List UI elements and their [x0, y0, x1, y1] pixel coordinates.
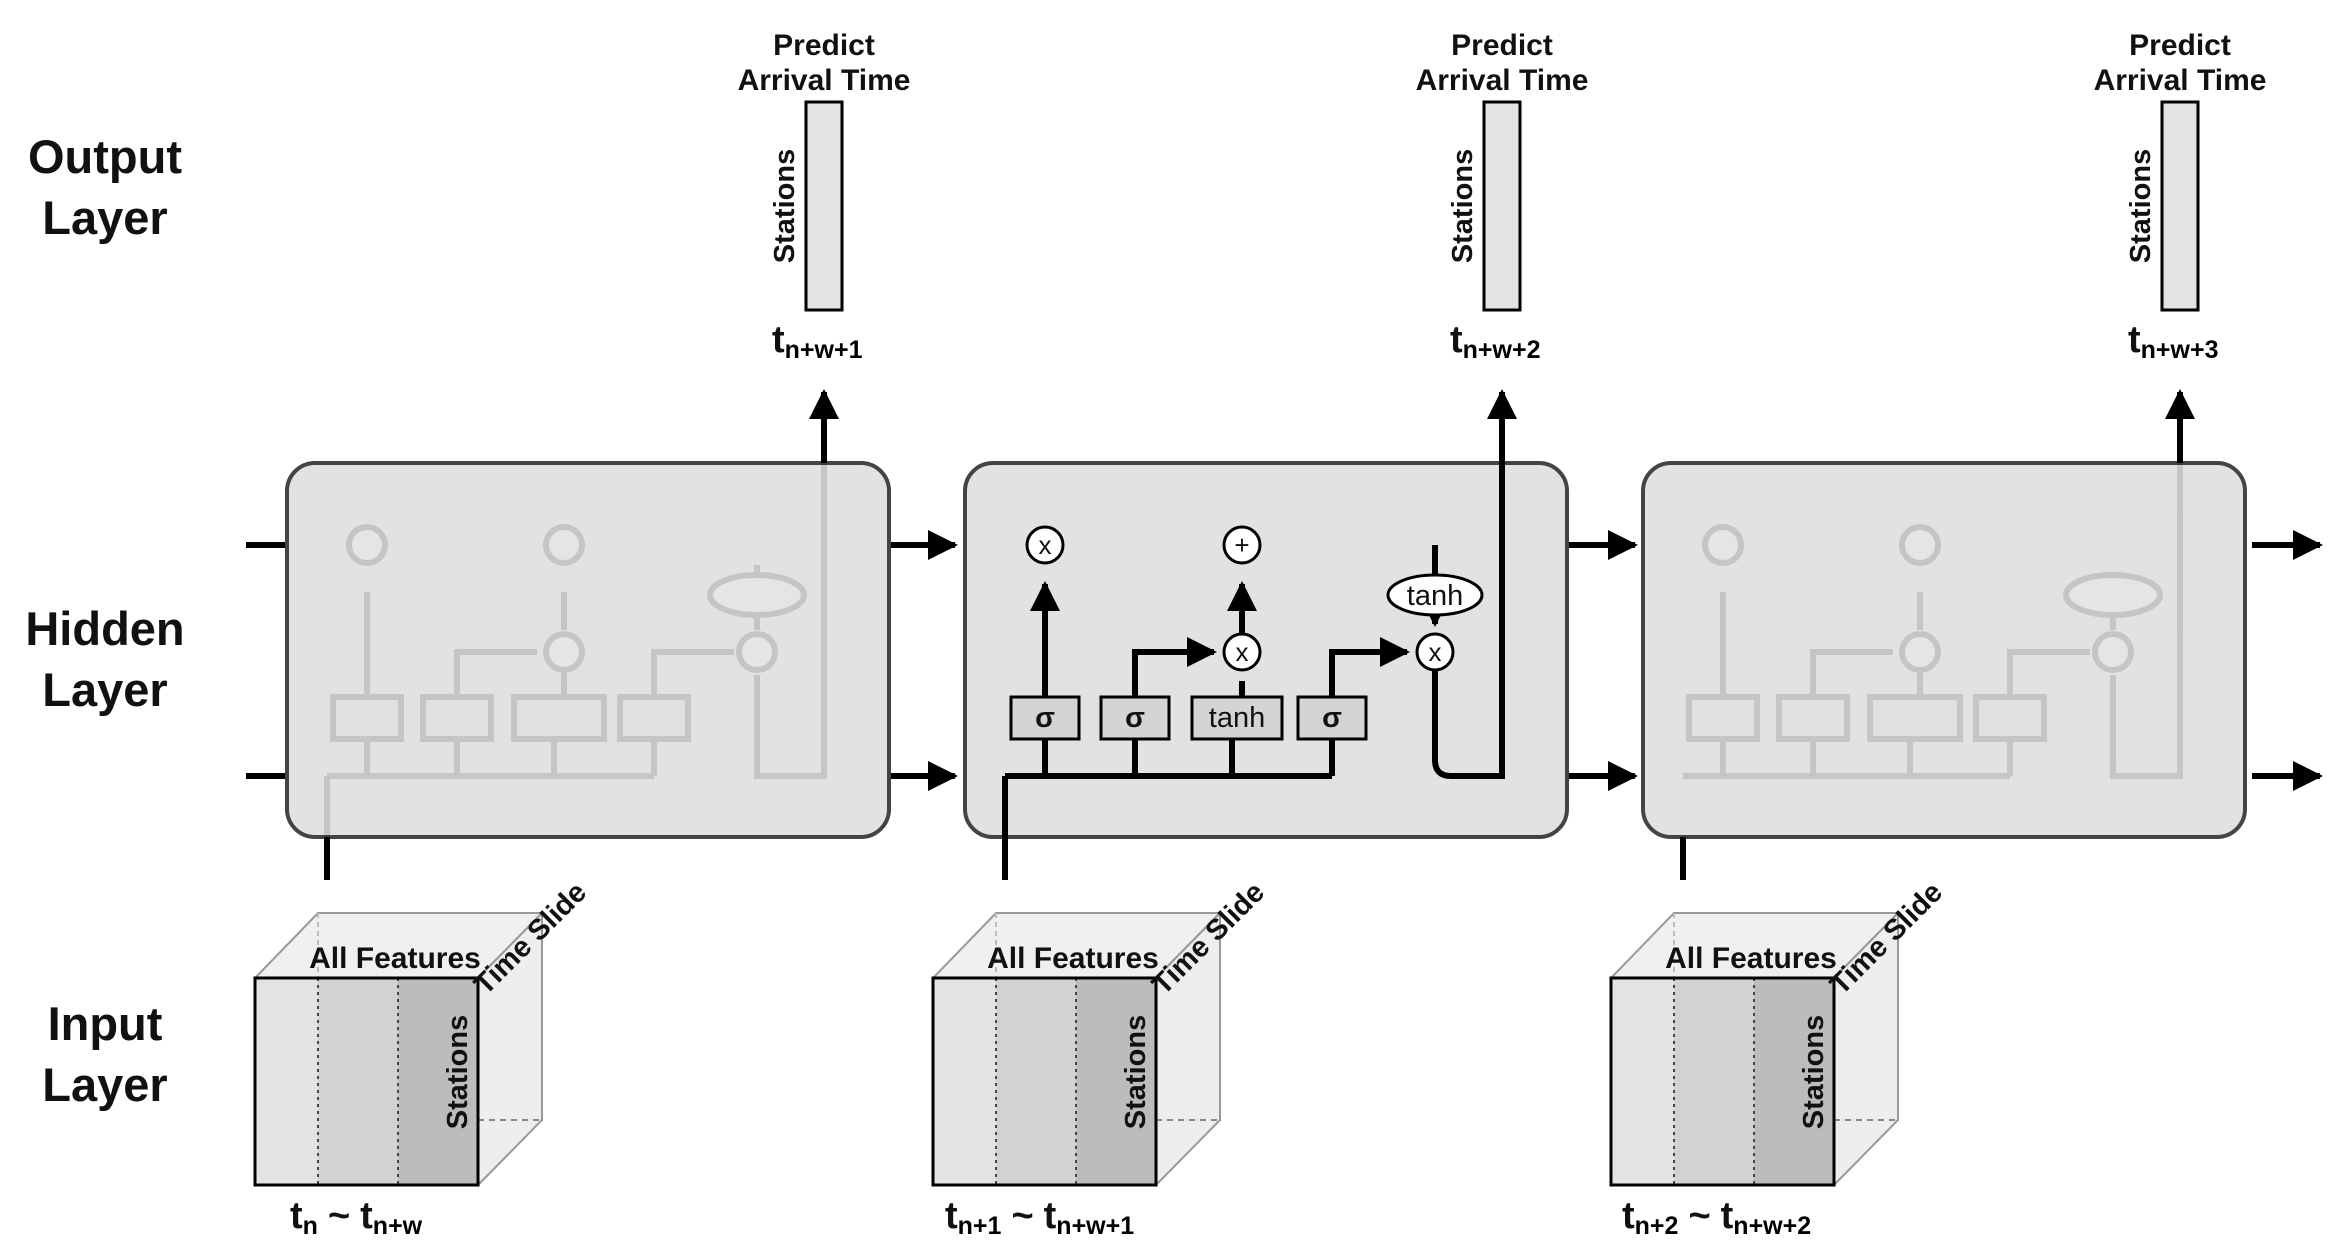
stations-bar [2160, 100, 2200, 312]
candidate-gate [1190, 695, 1284, 741]
stations-label: Stations [769, 149, 801, 263]
stations-label: Stations [1447, 149, 1479, 263]
feature-strip-3 [398, 978, 478, 1185]
all-features-label: All Features [309, 942, 481, 975]
forget-multiply-symbol: x [1039, 530, 1052, 560]
tanh-node-label: tanh [1407, 580, 1463, 612]
predict-title-line2: Arrival Time [738, 64, 911, 97]
lstm-cell-2: x + x x tanh σ σ tanh σ [963, 389, 1569, 880]
feature-strip-1 [255, 978, 318, 1185]
cube-front-face [1609, 976, 1836, 1187]
gate-boxes: σ σ tanh σ [1009, 695, 1368, 741]
feature-strip-2 [318, 978, 398, 1185]
input-layer-label-line2: Layer [42, 1058, 167, 1111]
output-block-1: Predict Arrival Time Stations tn+w+1 [738, 29, 911, 364]
feature-strip-1 [933, 978, 996, 1185]
output-time-label: tn+w+3 [2128, 319, 2218, 364]
output-gate-label: σ [1322, 702, 1342, 734]
feature-strip-3 [1076, 978, 1156, 1185]
input-layer-label: Input [48, 997, 163, 1050]
input-multiply-symbol: x [1236, 637, 1249, 667]
output-time-label: tn+w+2 [1450, 319, 1540, 364]
predict-title-line2: Arrival Time [2094, 64, 2267, 97]
output-layer-label-line2: Layer [42, 191, 167, 244]
predict-title: Predict [2129, 29, 2231, 62]
cell-box [1641, 461, 2247, 839]
cell-internals [324, 400, 827, 880]
all-features-label: All Features [1665, 942, 1837, 975]
feature-strip-2 [1674, 978, 1754, 1185]
tanh-node [1386, 573, 1484, 617]
cell-box [285, 461, 891, 839]
pointwise-nodes: x + x x tanh [1025, 525, 1484, 672]
output-multiply-symbol: x [1429, 637, 1442, 667]
feature-strip-3 [1754, 978, 1834, 1185]
stations-bar [804, 100, 844, 312]
predict-title-line2: Arrival Time [1416, 64, 1589, 97]
input-cube-3: All Features Time Slide Stations [1608, 876, 1949, 1188]
forget-multiply-node [1025, 525, 1065, 565]
hidden-layer-label-line2: Layer [42, 663, 167, 716]
output-multiply-node [1415, 632, 1455, 672]
input-gate [1099, 695, 1171, 741]
input-gate-label: σ [1125, 702, 1145, 734]
predict-title: Predict [773, 29, 875, 62]
lstm-cell-3 [1641, 389, 2247, 880]
output-block-3: Predict Arrival Time Stations tn+w+3 [2094, 29, 2267, 364]
output-gate [1296, 695, 1368, 741]
candidate-gate-label: tanh [1209, 702, 1265, 734]
output-block-2: Predict Arrival Time Stations tn+w+2 [1416, 29, 1589, 364]
input-range-label-3: tn+2~tn+w+2 [1622, 1195, 1811, 1240]
cell-internals [1683, 400, 2183, 779]
input-cube-1: All Features Time Slide Stations [252, 876, 593, 1188]
output-layer-label: Output [28, 130, 182, 183]
stations-label: Stations [2125, 149, 2157, 263]
predict-title: Predict [1451, 29, 1553, 62]
stations-label: Stations [442, 1015, 474, 1129]
feature-strip-1 [1611, 978, 1674, 1185]
output-time-label: tn+w+1 [772, 319, 863, 364]
cell-box [963, 461, 1569, 839]
input-range-label-1: tn~tn+w [290, 1195, 423, 1240]
cell-add-node [1222, 525, 1262, 565]
forget-gate [1009, 695, 1081, 741]
hidden-layer-label: Hidden [25, 602, 184, 655]
input-cube-2: All Features Time Slide Stations [930, 876, 1271, 1188]
all-features-label: All Features [987, 942, 1159, 975]
stations-bar [1482, 100, 1522, 312]
input-multiply-node [1222, 632, 1262, 672]
forget-gate-label: σ [1035, 702, 1055, 734]
cube-front-face [931, 976, 1158, 1187]
lstm-cell-1 [285, 389, 891, 880]
cube-front-face [253, 976, 480, 1187]
input-range-label-2: tn+1~tn+w+1 [945, 1195, 1134, 1240]
cell-add-symbol: + [1234, 530, 1249, 560]
feature-strip-2 [996, 978, 1076, 1185]
stations-label: Stations [1120, 1015, 1152, 1129]
stations-label: Stations [1798, 1015, 1830, 1129]
